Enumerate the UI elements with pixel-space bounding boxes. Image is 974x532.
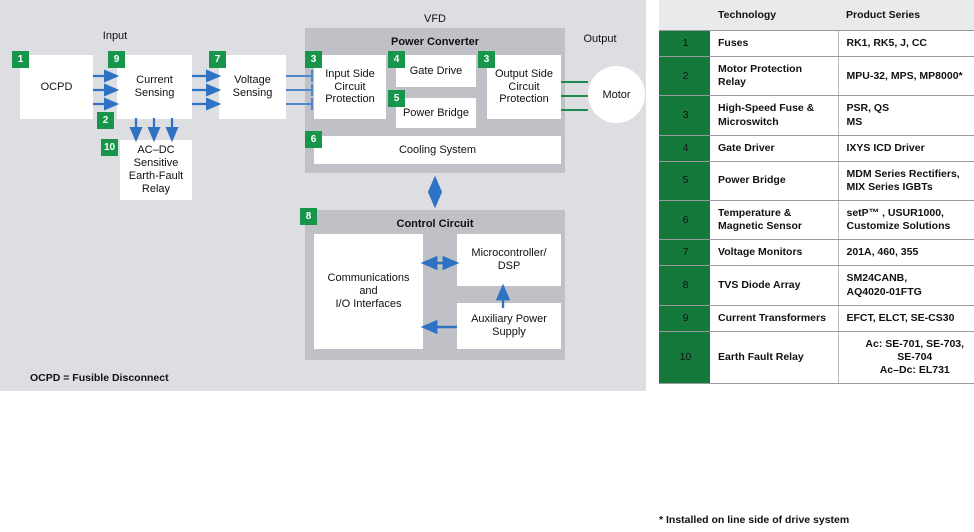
diagram-connectors: [93, 69, 588, 335]
row-technology: Current Transformers: [710, 304, 838, 332]
block-ocpd[interactable]: OCPD: [20, 55, 93, 119]
table-header-product-series: Product Series: [838, 0, 974, 31]
table-footnote: * Installed on line side of drive system: [659, 514, 850, 526]
row-product-series: SM24CANB, AQ4020-01FTG: [837, 265, 974, 306]
badge-power-bridge[interactable]: 5: [388, 90, 405, 107]
row-technology: Temperature & Magnetic Sensor: [710, 199, 838, 241]
row-technology: Earth Fault Relay: [710, 330, 838, 385]
badge-current-sensing-left[interactable]: 2: [97, 112, 114, 129]
block-voltage-sensing[interactable]: Voltage Sensing: [219, 55, 286, 119]
badge-cooling-system[interactable]: 6: [305, 131, 322, 148]
badge-ocpd[interactable]: 1: [12, 51, 29, 68]
row-product-series: Ac: SE-701, SE-703, SE-704 Ac–Dc: EL731: [837, 330, 974, 385]
power-converter-label: Power Converter: [390, 36, 480, 48]
row-technology: Voltage Monitors: [710, 239, 838, 267]
ocpd-legend-note: OCPD = Fusible Disconnect: [30, 372, 169, 384]
row-number-badge: 1: [659, 29, 710, 58]
badge-current-sensing-top[interactable]: 9: [108, 51, 125, 68]
row-technology: Fuses: [710, 29, 838, 58]
block-earth-fault-relay[interactable]: AC–DC Sensitive Earth-Fault Relay: [120, 140, 192, 200]
row-technology: Gate Driver: [710, 134, 838, 162]
row-product-series: MPU-32, MPS, MP8000*: [837, 56, 974, 97]
table-header-technology: Technology: [710, 0, 838, 31]
badge-input-side-circuit-protection[interactable]: 3: [305, 51, 322, 68]
row-product-series: MDM Series Rectifiers, MIX Series IGBTs: [837, 160, 974, 202]
row-number-badge: 10: [659, 330, 710, 385]
block-microcontroller-dsp[interactable]: Microcontroller/ DSP: [457, 234, 561, 286]
block-current-sensing[interactable]: Current Sensing: [117, 55, 192, 119]
row-technology: TVS Diode Array: [710, 265, 838, 306]
row-product-series: setP™ , USUR1000, Customize Solutions: [837, 199, 974, 241]
badge-control-circuit[interactable]: 8: [300, 208, 317, 225]
row-number-badge: 8: [659, 265, 710, 306]
row-number-badge: 7: [659, 239, 710, 267]
block-input-side-circuit-protection[interactable]: Input Side Circuit Protection: [314, 55, 386, 119]
output-label: Output: [583, 33, 617, 45]
control-circuit-label: Control Circuit: [396, 218, 474, 230]
block-power-bridge[interactable]: Power Bridge: [396, 98, 476, 128]
row-product-series: 201A, 460, 355: [837, 239, 974, 267]
row-product-series: IXYS ICD Driver: [837, 134, 974, 162]
row-number-badge: 4: [659, 134, 710, 162]
block-gate-drive[interactable]: Gate Drive: [396, 55, 476, 87]
block-auxiliary-power-supply[interactable]: Auxiliary Power Supply: [457, 303, 561, 349]
vfd-diagram-panel: VFD Power Converter Control Circuit Inpu…: [0, 0, 646, 391]
row-number-badge: 3: [659, 95, 710, 136]
input-label: Input: [102, 30, 128, 42]
table-header-row: Technology Product Series: [659, 0, 974, 31]
row-number-badge: 5: [659, 160, 710, 202]
badge-output-side-circuit-protection[interactable]: 3: [478, 51, 495, 68]
block-communications-io[interactable]: Communications and I/O Interfaces: [314, 234, 423, 349]
badge-earth-fault-relay[interactable]: 10: [101, 139, 118, 156]
row-number-badge: 6: [659, 199, 710, 241]
block-cooling-system[interactable]: Cooling System: [314, 136, 561, 164]
block-output-side-circuit-protection[interactable]: Output Side Circuit Protection: [487, 55, 561, 119]
row-number-badge: 2: [659, 56, 710, 97]
vfd-title: VFD: [424, 13, 446, 25]
badge-voltage-sensing[interactable]: 7: [209, 51, 226, 68]
block-motor[interactable]: Motor: [588, 66, 645, 123]
table-header-spacer: [659, 0, 710, 31]
badge-gate-drive[interactable]: 4: [388, 51, 405, 68]
row-product-series: PSR, QS MS: [837, 95, 974, 136]
row-technology: Power Bridge: [710, 160, 838, 202]
row-technology: Motor Protection Relay: [710, 56, 838, 97]
row-product-series: EFCT, ELCT, SE-CS30: [837, 304, 974, 332]
row-number-badge: 9: [659, 304, 710, 332]
row-product-series: RK1, RK5, J, CC: [837, 29, 974, 58]
row-technology: High-Speed Fuse & Microswitch: [710, 95, 838, 136]
